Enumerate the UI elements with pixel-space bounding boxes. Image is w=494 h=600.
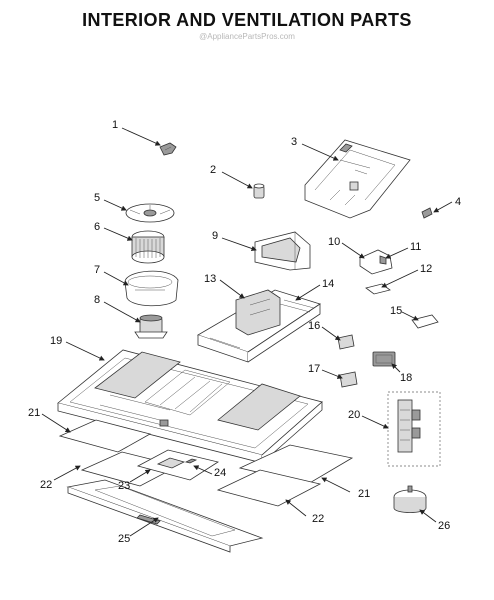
callout-3: 3 xyxy=(291,136,297,148)
part-18-capacitor[interactable] xyxy=(372,351,396,367)
callout-6: 6 xyxy=(94,221,100,233)
part-5-fan-plate[interactable] xyxy=(125,203,175,223)
part-2-bushing[interactable] xyxy=(253,183,265,199)
part-6-blower-wheel[interactable] xyxy=(131,230,165,264)
callout-10: 10 xyxy=(328,236,340,248)
part-26-turntable-motor[interactable] xyxy=(393,485,427,513)
callout-23: 23 xyxy=(118,480,130,492)
part-4-pin[interactable] xyxy=(421,207,433,219)
part-22-filter-right[interactable] xyxy=(216,469,322,507)
part-20-switch-assembly[interactable] xyxy=(387,391,441,467)
part-1-clip[interactable] xyxy=(159,142,177,156)
callout-1: 1 xyxy=(112,119,118,131)
watermark: @AppliancePartsPros.com xyxy=(199,32,295,41)
part-8-motor[interactable] xyxy=(134,314,168,339)
callout-12: 12 xyxy=(420,263,432,275)
callout-9: 9 xyxy=(212,230,218,242)
callout-18: 18 xyxy=(400,372,412,384)
callout-26: 26 xyxy=(438,520,450,532)
part-16-relay[interactable] xyxy=(337,334,355,350)
callout-14: 14 xyxy=(322,278,334,290)
callout-21-right: 21 xyxy=(358,488,370,500)
callout-4: 4 xyxy=(455,196,461,208)
diagram-title: INTERIOR AND VENTILATION PARTS xyxy=(82,10,412,30)
part-25-front-frame[interactable] xyxy=(66,479,264,553)
callout-15: 15 xyxy=(390,305,402,317)
part-23-24-control-film[interactable] xyxy=(136,449,220,481)
callout-20: 20 xyxy=(348,409,360,421)
callout-21-left: 21 xyxy=(28,407,40,419)
callout-13: 13 xyxy=(204,273,216,285)
callout-19: 19 xyxy=(50,335,62,347)
callout-22-right: 22 xyxy=(312,513,324,525)
part-15-plate[interactable] xyxy=(411,314,439,329)
callout-5: 5 xyxy=(94,192,100,204)
callout-11: 11 xyxy=(410,241,421,253)
part-3-bracket[interactable] xyxy=(304,139,411,219)
callout-2: 2 xyxy=(210,164,216,176)
callout-8: 8 xyxy=(94,294,100,306)
leader-lines xyxy=(41,127,453,537)
callout-22-left: 22 xyxy=(40,479,52,491)
part-12-bracket[interactable] xyxy=(365,283,391,295)
callout-7: 7 xyxy=(94,264,100,276)
callout-labels: 1 2 3 4 5 6 7 8 9 10 11 12 13 14 15 16 1… xyxy=(28,119,461,545)
part-19-cavity-panel[interactable] xyxy=(57,349,323,464)
part-21-filter-left[interactable] xyxy=(58,419,152,453)
part-7-blower-housing[interactable] xyxy=(124,270,179,307)
part-17-switch[interactable] xyxy=(339,371,358,388)
part-13-14-control-housing[interactable] xyxy=(197,289,321,363)
callout-17: 17 xyxy=(308,363,320,375)
callout-24: 24 xyxy=(214,467,226,479)
part-9-air-duct[interactable] xyxy=(254,231,311,271)
callout-25: 25 xyxy=(118,533,130,545)
part-10-11-latch[interactable] xyxy=(359,249,393,275)
callout-16: 16 xyxy=(308,320,320,332)
